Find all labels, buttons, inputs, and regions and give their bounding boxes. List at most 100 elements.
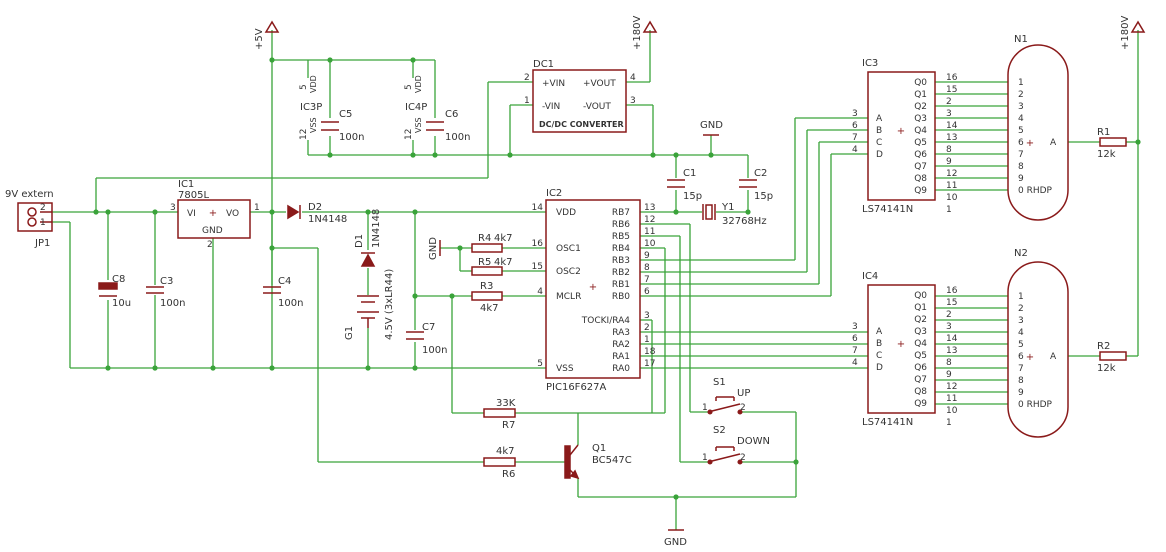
s1-value: UP bbox=[737, 388, 750, 399]
decoder-output-label: Q1 bbox=[914, 90, 927, 100]
junction-dot bbox=[327, 152, 333, 158]
junction-dot bbox=[1135, 139, 1141, 145]
decoder-output-number: 14 bbox=[946, 334, 958, 344]
c3-name: C3 bbox=[160, 276, 173, 287]
decoder-output-number: 13 bbox=[946, 346, 957, 356]
r2-resistor bbox=[1099, 351, 1127, 361]
decoder-input-number: 6 bbox=[852, 334, 858, 344]
decoder-output-number: 1 bbox=[946, 418, 952, 428]
junction-dots bbox=[93, 57, 1141, 500]
junction-dot bbox=[457, 245, 463, 251]
junction-dot bbox=[210, 365, 216, 371]
dc1-value: DC/DC CONVERTER bbox=[539, 120, 624, 129]
decoder-output-number: 9 bbox=[946, 370, 952, 380]
c8-name: C8 bbox=[112, 274, 125, 285]
g1-value: 4.5V (3xLR44) bbox=[384, 269, 395, 340]
decoder-output-number: 8 bbox=[946, 358, 952, 368]
tube-pin-label: 0 RHDP bbox=[1018, 400, 1053, 410]
ic2-pin-label: RB5 bbox=[612, 232, 630, 242]
c2-value: 15p bbox=[754, 191, 773, 202]
junction-dot bbox=[269, 365, 275, 371]
decoder-output-number: 3 bbox=[946, 109, 952, 119]
ic2-pin-label: OSC1 bbox=[556, 244, 581, 254]
ic2-pin-label: RB6 bbox=[612, 220, 630, 230]
decoder-output-label: Q5 bbox=[914, 351, 927, 361]
s1-pin2: 2 bbox=[740, 403, 746, 413]
decoder-output-label: Q3 bbox=[914, 327, 927, 337]
s2-value: DOWN bbox=[737, 436, 770, 447]
r3-value: 4k7 bbox=[480, 303, 499, 314]
decoder-output-label: Q1 bbox=[914, 303, 927, 313]
ic2-pin-number: 18 bbox=[644, 347, 656, 357]
ic2-pin-label: TOCKI/RA4 bbox=[581, 316, 630, 326]
ic4-decoder bbox=[867, 284, 936, 414]
d1-diode bbox=[360, 252, 376, 267]
decoder-output-label: Q6 bbox=[914, 150, 927, 160]
c1-name: C1 bbox=[683, 168, 696, 179]
ic2-pin-number: 5 bbox=[537, 359, 543, 369]
c3-capacitor bbox=[146, 286, 164, 294]
ic2-pin-label: RB7 bbox=[612, 208, 630, 218]
decoder-output-number: 12 bbox=[946, 382, 957, 392]
decoder-name: IC4 bbox=[862, 271, 878, 282]
decoder-name: IC3 bbox=[862, 58, 878, 69]
tube-pin-label: 2 bbox=[1018, 304, 1024, 314]
q1-name: Q1 bbox=[592, 443, 606, 454]
r6-value: 4k7 bbox=[496, 446, 515, 457]
ic2-pin-number: 14 bbox=[532, 203, 544, 213]
y1-name: Y1 bbox=[721, 202, 734, 213]
junction-dot bbox=[269, 57, 275, 63]
ext-power-label: 9V extern bbox=[5, 189, 54, 200]
decoder-input-number: 3 bbox=[852, 109, 858, 119]
ic2-name: IC2 bbox=[546, 188, 562, 199]
tube-pin-label: 5 bbox=[1018, 340, 1024, 350]
decoder-input-label: C bbox=[876, 138, 882, 148]
decoder-value: LS74141N bbox=[862, 417, 913, 428]
ic1-vo: VO bbox=[226, 209, 239, 219]
dc1-pin3: 3 bbox=[630, 96, 636, 106]
decoder-input-number: 7 bbox=[852, 133, 858, 143]
junction-dot bbox=[327, 57, 333, 63]
d1-name: D1 bbox=[354, 234, 365, 248]
dc1-converter bbox=[532, 69, 627, 133]
decoder-output-number: 9 bbox=[946, 157, 952, 167]
s2-switch bbox=[707, 446, 743, 465]
ic2-pin-number: 11 bbox=[644, 227, 655, 237]
tube-anode-label: A bbox=[1050, 138, 1057, 148]
jp1-pin1: 1 bbox=[40, 218, 46, 228]
tube-pin-label: 4 bbox=[1018, 114, 1024, 124]
jp1-pin2: 2 bbox=[40, 203, 46, 213]
plus5v-symbol bbox=[264, 20, 280, 33]
tube-pin-label: 6 bbox=[1018, 138, 1024, 148]
c1-value: 15p bbox=[683, 191, 702, 202]
tube-name: N2 bbox=[1014, 248, 1028, 259]
gnd-label-left: GND bbox=[428, 237, 439, 260]
ic2-pin-number: 10 bbox=[644, 239, 656, 249]
ic2-pin-label: VDD bbox=[556, 208, 576, 218]
ic3p-vss: VSS bbox=[309, 117, 318, 133]
r7-resistor bbox=[483, 408, 516, 418]
decoder-output-number: 12 bbox=[946, 169, 957, 179]
decoder-output-number: 10 bbox=[946, 193, 958, 203]
junction-dot bbox=[673, 209, 679, 215]
ic2-pin-label: VSS bbox=[556, 364, 574, 374]
r1-value: 12k bbox=[1097, 149, 1116, 160]
y1-value: 32768Hz bbox=[722, 216, 767, 227]
dc1-vin-n: -VIN bbox=[542, 102, 560, 112]
gnd-label-top: GND bbox=[700, 120, 723, 131]
q1-value: BC547C bbox=[592, 455, 632, 466]
decoder-output-label: Q8 bbox=[914, 174, 927, 184]
junction-dot bbox=[650, 152, 656, 158]
c3-value: 100n bbox=[160, 298, 185, 309]
r3-name: R3 bbox=[480, 281, 493, 292]
r6-name: R6 bbox=[502, 469, 515, 480]
decoder-input-number: 6 bbox=[852, 121, 858, 131]
ic4p-pin5: 5 bbox=[404, 84, 414, 90]
decoder-output-label: Q3 bbox=[914, 114, 927, 124]
ic3p-pin5: 5 bbox=[299, 84, 309, 90]
origin-mark: + bbox=[897, 126, 905, 137]
d2-diode bbox=[287, 204, 301, 220]
ic2-pin-label: RB3 bbox=[612, 256, 630, 266]
jp1-name: JP1 bbox=[34, 238, 50, 249]
